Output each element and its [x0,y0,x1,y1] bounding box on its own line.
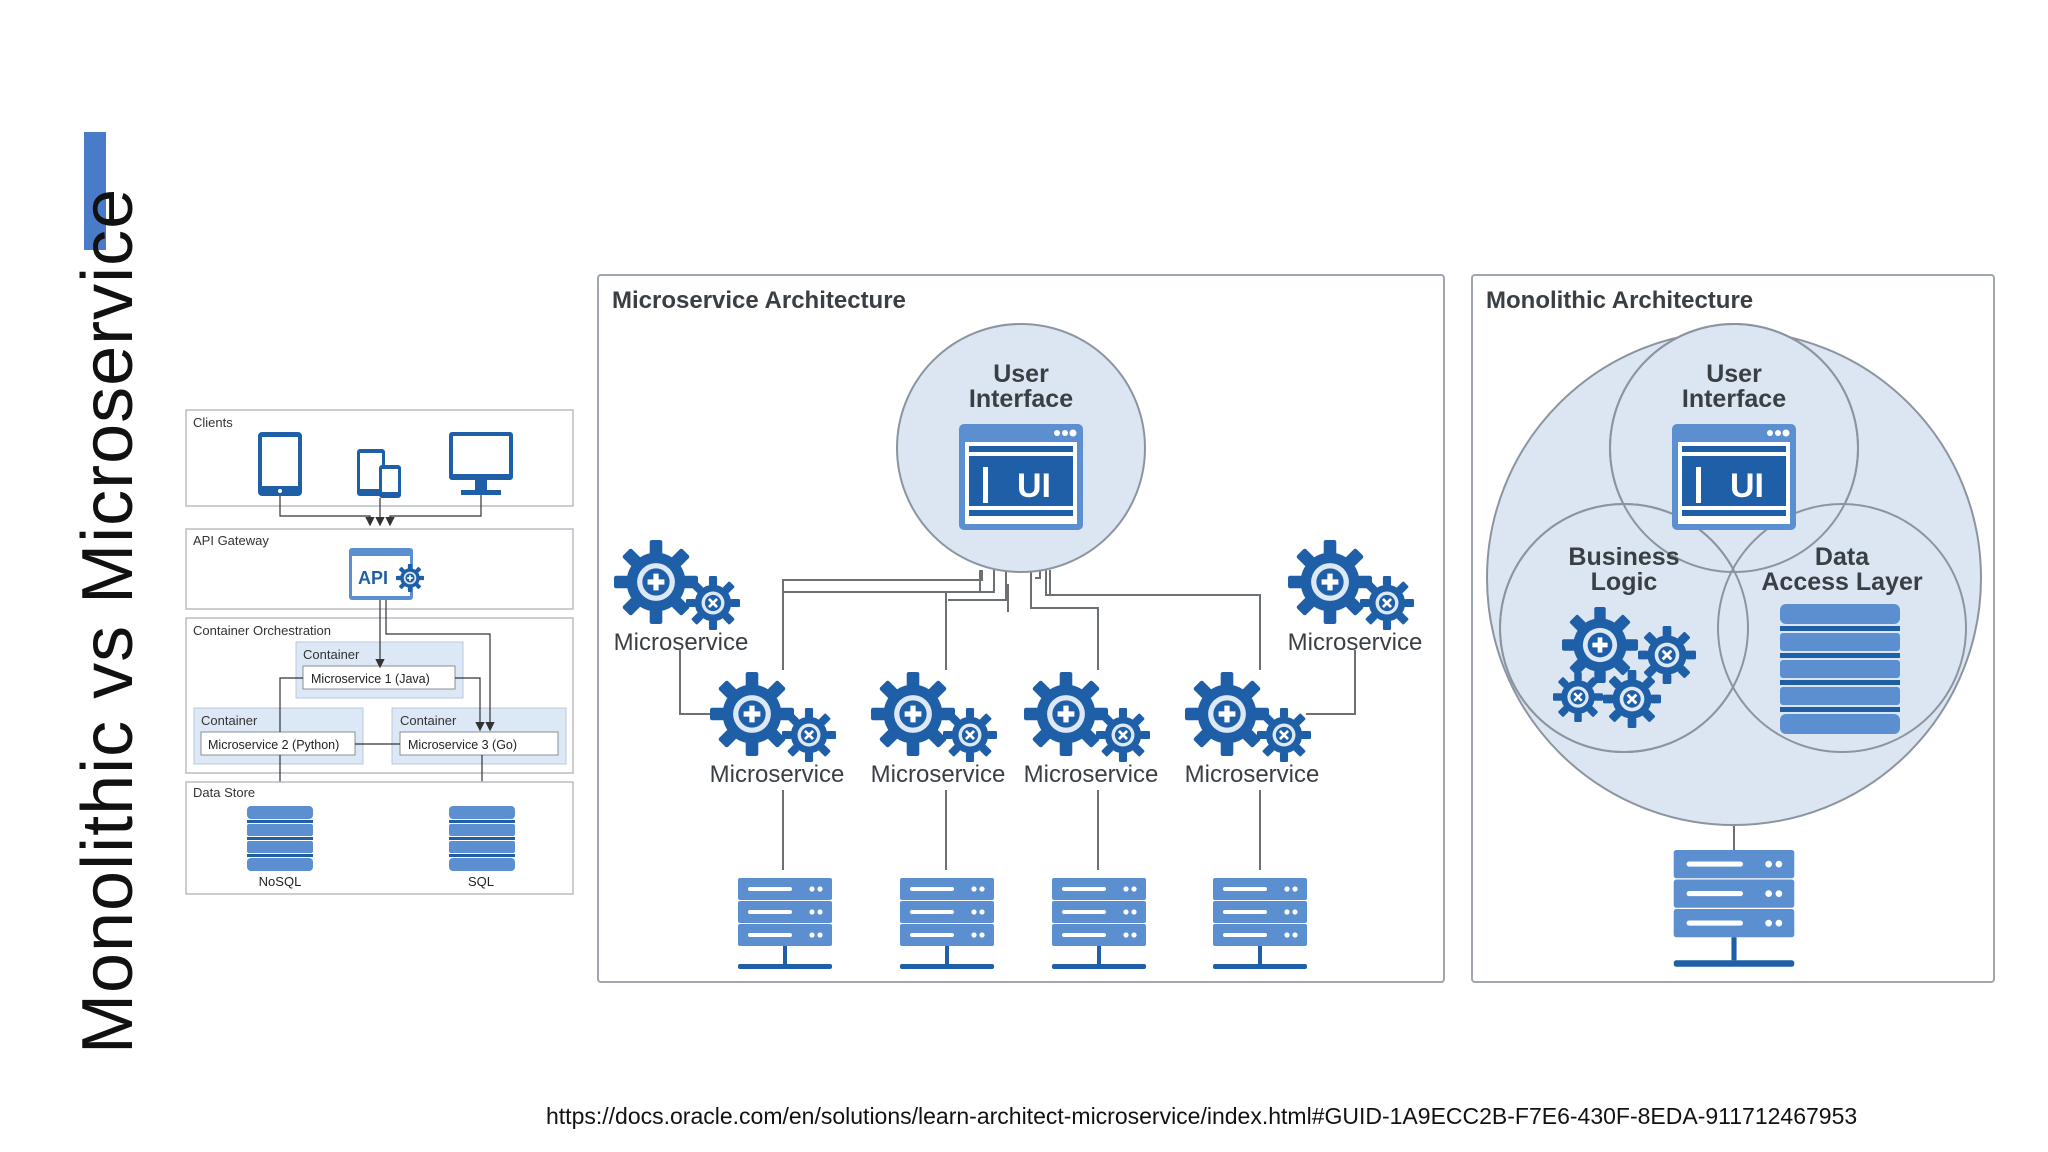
microservice-2-label: Microservice 2 (Python) [208,738,339,752]
microservice-node: Microservice [614,540,749,656]
tablet-icon [258,432,302,496]
api-gateway-label: API Gateway [193,533,269,548]
svg-text:Microservice: Microservice [1024,761,1159,788]
microservice-3-label: Microservice 3 (Go) [408,738,517,752]
source-url-caption: https://docs.oracle.com/en/solutions/lea… [546,1103,1858,1129]
svg-text:Container: Container [303,647,360,662]
clients-label: Clients [193,415,233,430]
svg-text:Microservice: Microservice [1288,629,1423,656]
nosql-database-icon [247,806,313,871]
orchestration-label: Container Orchestration [193,623,331,638]
svg-text:Container: Container [400,713,457,728]
svg-text:Microservice: Microservice [710,761,845,788]
svg-text:Container: Container [201,713,258,728]
nosql-label: NoSQL [259,874,302,889]
svg-text:Microservice: Microservice [614,629,749,656]
sql-label: SQL [468,874,494,889]
svg-text:Microservice: Microservice [871,761,1006,788]
data-access-db-icon [1780,604,1900,734]
mono-ui-badge: UI [1730,467,1764,505]
desktop-monitor-icon [449,432,513,495]
microservice-node: Microservice [1024,672,1159,788]
microservice-node: Microservice [710,672,845,788]
title-accent-bar [84,132,106,250]
microservice-node: Microservice [1288,540,1423,656]
mobile-devices-icon [357,449,401,498]
svg-text:Microservice: Microservice [1185,761,1320,788]
microservice-panel-title: Microservice Architecture [612,287,906,314]
ui-badge: UI [1017,467,1051,505]
left-reference-diagram: Clients API Gateway API [185,409,574,895]
svg-text:API: API [358,568,388,588]
microservice-node: Microservice [1185,672,1320,788]
data-store-label: Data Store [193,785,255,800]
microservice-1-label: Microservice 1 (Java) [311,672,430,686]
sql-database-icon [449,806,515,871]
api-icon: API [349,548,424,600]
monolithic-panel-title: Monolithic Architecture [1486,287,1753,314]
microservice-node: Microservice [871,672,1006,788]
